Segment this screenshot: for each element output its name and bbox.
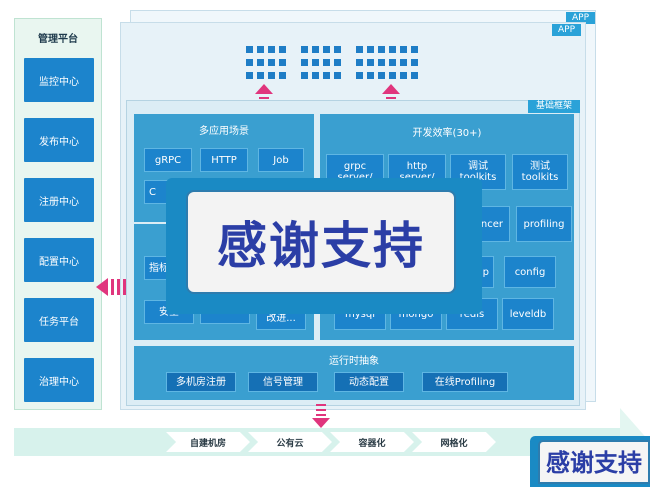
service-dot (389, 72, 396, 79)
runtime-title: 运行时抽象 (329, 356, 379, 367)
service-dot (367, 59, 374, 66)
service-dot (378, 59, 385, 66)
service-dot (323, 46, 330, 53)
scenarios-title: 多应用场景 (199, 126, 249, 137)
service-dot (312, 46, 319, 53)
runtime-signal[interactable]: 信号管理 (248, 372, 318, 392)
service-dot (301, 59, 308, 66)
service-dot-grid (246, 46, 421, 86)
eff-profiling[interactable]: profiling (516, 206, 572, 242)
thanks-overlay-text: 感谢支持 (186, 190, 456, 294)
service-dot (334, 59, 341, 66)
eff-config[interactable]: config (504, 256, 556, 288)
service-dot (400, 46, 407, 53)
service-dot (411, 72, 418, 79)
service-dot (279, 46, 286, 53)
mgmt-item-governance[interactable]: 治理中心 (24, 358, 94, 402)
service-dot (323, 72, 330, 79)
service-dot (246, 59, 253, 66)
arrow-down (312, 404, 330, 430)
efficiency-title: 开发效率(30+) (412, 128, 482, 139)
service-dot (246, 46, 253, 53)
service-dot (334, 46, 341, 53)
runtime-dynamic-config[interactable]: 动态配置 (334, 372, 404, 392)
service-dot (334, 72, 341, 79)
service-dot (268, 46, 275, 53)
service-dot (367, 46, 374, 53)
runtime-online-profiling[interactable]: 在线Profiling (422, 372, 508, 392)
framework-tag: 基础框架 (528, 100, 580, 113)
infra-self-dc[interactable]: 自建机房 (166, 432, 250, 452)
service-dot (257, 59, 264, 66)
service-dot (411, 46, 418, 53)
infra-public-cloud[interactable]: 公有云 (248, 432, 332, 452)
mgmt-item-monitor[interactable]: 监控中心 (24, 58, 94, 102)
eff-test-toolkits[interactable]: 测试 toolkits (512, 154, 568, 190)
service-dot (378, 72, 385, 79)
service-dot (246, 72, 253, 79)
service-dot (367, 72, 374, 79)
mgmt-item-registry[interactable]: 注册中心 (24, 178, 94, 222)
service-dot (301, 72, 308, 79)
service-dot (411, 59, 418, 66)
service-dot (312, 72, 319, 79)
service-dot (389, 46, 396, 53)
service-dot (356, 59, 363, 66)
service-dot (389, 59, 396, 66)
arrow-left (96, 276, 136, 298)
scenario-grpc[interactable]: gRPC (144, 148, 192, 172)
runtime-multi-dc[interactable]: 多机房注册 (166, 372, 236, 392)
service-dot (312, 59, 319, 66)
eff-leveldb[interactable]: leveldb (502, 298, 554, 330)
mgmt-item-task[interactable]: 任务平台 (24, 298, 94, 342)
scenario-http[interactable]: HTTP (200, 148, 248, 172)
service-dot (257, 46, 264, 53)
infra-mesh[interactable]: 网格化 (412, 432, 496, 452)
mgmt-item-release[interactable]: 发布中心 (24, 118, 94, 162)
service-dot (268, 72, 275, 79)
app-tag-front: APP (552, 24, 582, 36)
service-dot (279, 59, 286, 66)
service-dot (323, 59, 330, 66)
thanks-corner-text: 感谢支持 (538, 440, 650, 484)
service-dot (378, 46, 385, 53)
app-tag-back: APP (566, 12, 596, 24)
service-dot (356, 72, 363, 79)
service-dot (268, 59, 275, 66)
service-dot (400, 72, 407, 79)
service-dot (400, 59, 407, 66)
scenario-job[interactable]: Job (258, 148, 304, 172)
service-dot (356, 46, 363, 53)
mgmt-item-config[interactable]: 配置中心 (24, 238, 94, 282)
infra-containerization[interactable]: 容器化 (330, 432, 414, 452)
management-title: 管理平台 (38, 34, 78, 45)
service-dot (257, 72, 264, 79)
service-dot (301, 46, 308, 53)
service-dot (279, 72, 286, 79)
